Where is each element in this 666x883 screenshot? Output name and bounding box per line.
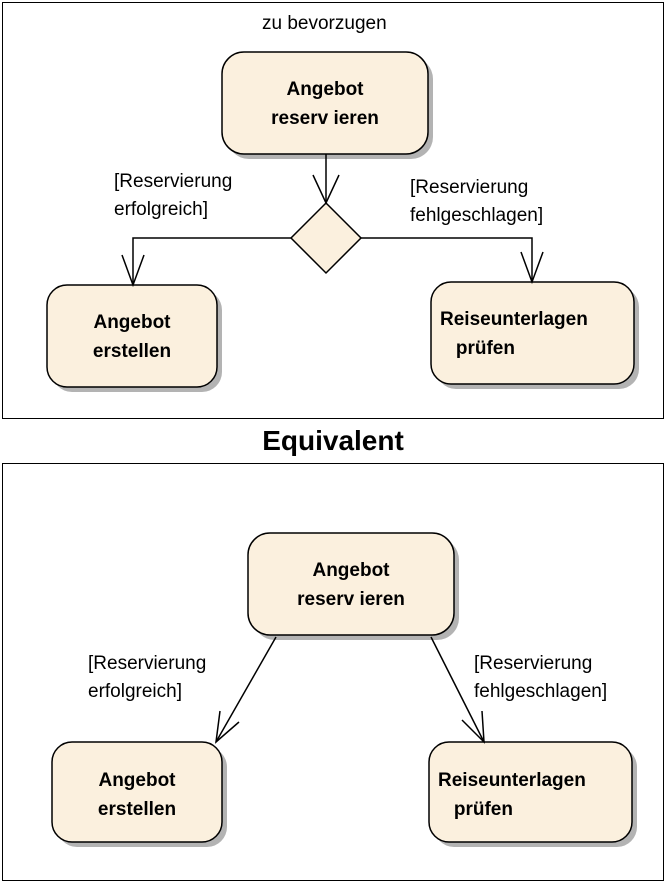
guard-label-fehlgeschlagen: [Reservierung fehlgeschlagen] — [474, 653, 608, 702]
node-label-angebot-reservieren: Angebot reserv ieren — [271, 79, 379, 129]
guard-label-fehlgeschlagen: [Reservierung fehlgeschlagen] — [410, 177, 544, 226]
node-label-reiseunterlagen-pruefen: Reiseunterlagen prüfen — [438, 770, 586, 820]
edge-decision-right — [361, 237, 533, 282]
edge-right-bottom — [430, 636, 485, 743]
arrowhead-icon — [520, 251, 544, 285]
arrowhead-icon — [312, 174, 340, 205]
arrowhead-icon — [461, 710, 485, 744]
guard-label-erfolgreich: [Reservierung erfolgreich] — [114, 171, 233, 220]
arrowhead-icon — [215, 710, 240, 744]
node-label-angebot-reservieren: Angebot reserv ieren — [297, 560, 405, 610]
node-label-angebot-erstellen: Angebot erstellen — [92, 312, 172, 362]
node-reiseunterlagen-pruefen-bottom[interactable] — [428, 741, 633, 843]
decision-diamond[interactable] — [289, 201, 363, 275]
equivalent-title: Equivalent — [262, 425, 404, 456]
edge-left-bottom — [215, 636, 277, 743]
node-angebot-reservieren-bottom[interactable] — [247, 532, 455, 636]
node-angebot-reservieren-top[interactable] — [221, 51, 429, 155]
preferred-note: zu bevorzugen — [262, 13, 387, 34]
node-angebot-erstellen-top[interactable] — [46, 284, 218, 388]
node-angebot-erstellen-bottom[interactable] — [51, 741, 223, 843]
guard-label-erfolgreich: [Reservierung erfolgreich] — [88, 653, 207, 702]
node-label-angebot-erstellen: Angebot erstellen — [97, 770, 177, 820]
arrowhead-icon — [121, 254, 145, 288]
edge-decision-left — [132, 237, 291, 285]
node-label-reiseunterlagen-pruefen: Reiseunterlagen prüfen — [440, 309, 588, 359]
